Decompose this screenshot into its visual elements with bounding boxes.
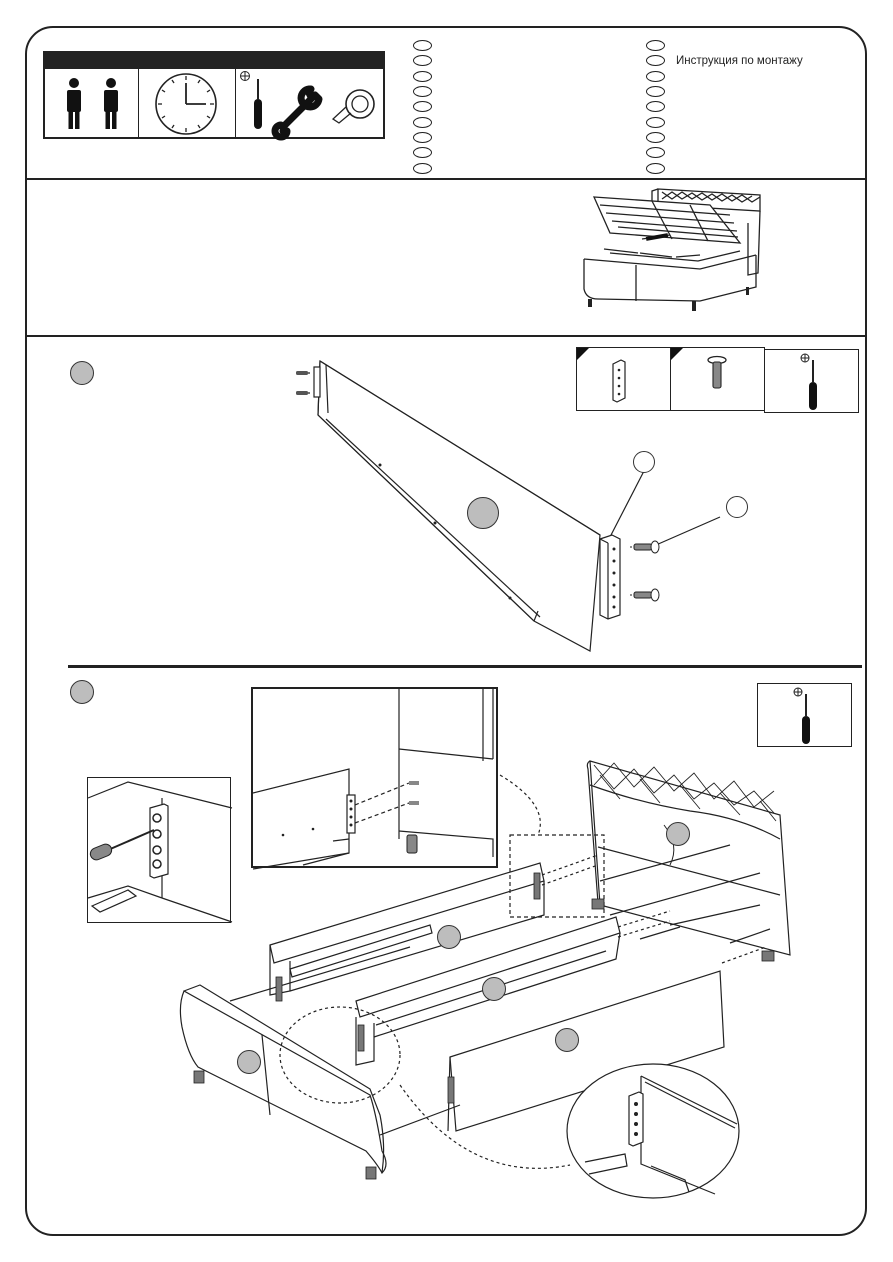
step-2-number-badge — [70, 680, 94, 704]
language-russian-label: Инструкция по монтажу — [676, 55, 803, 67]
part-label-badge-rail-b — [482, 977, 506, 1001]
language-row — [413, 160, 443, 175]
language-flag-oval — [646, 117, 665, 128]
requirements-header-bar — [45, 53, 383, 69]
language-row — [413, 38, 443, 53]
language-flag-oval — [646, 101, 665, 112]
overview-divider — [25, 335, 867, 337]
language-flag-oval — [646, 163, 665, 174]
callout-bracket — [633, 451, 655, 473]
language-row — [413, 84, 443, 99]
language-list-right: Инструкция по монтажу — [646, 38, 803, 176]
bracket-corner-magnified-illustration — [565, 1062, 741, 1200]
language-flag-oval — [646, 132, 665, 143]
step-divider — [68, 665, 862, 668]
language-row — [646, 114, 803, 129]
part-label-badge-rail-a — [437, 925, 461, 949]
phillips-screwdriver-icon — [758, 684, 853, 748]
persons-cell — [45, 69, 139, 137]
language-row — [646, 38, 803, 53]
requirements-box — [43, 51, 385, 139]
part-label-badge-headboard — [666, 822, 690, 846]
language-row — [646, 84, 803, 99]
language-row — [413, 145, 443, 160]
language-flag-oval — [413, 86, 432, 97]
storage-bed-overview-illustration — [580, 183, 770, 323]
language-row — [646, 69, 803, 84]
time-cell — [138, 69, 236, 137]
part-label-badge-side-rail — [467, 497, 499, 529]
phillips-screwdriver-icon — [765, 350, 860, 414]
language-row: Инструкция по монтажу — [646, 53, 803, 68]
language-flag-oval — [413, 117, 432, 128]
language-row — [646, 145, 803, 160]
language-row — [413, 99, 443, 114]
part-label-badge-footboard — [237, 1050, 261, 1074]
language-flag-oval — [646, 147, 665, 158]
language-row — [413, 69, 443, 84]
header-divider — [25, 178, 867, 180]
language-row — [413, 114, 443, 129]
language-flag-oval — [413, 147, 432, 158]
bracket-detail-illustration — [590, 465, 740, 625]
screwdriver-wrench-tape-icon — [235, 69, 385, 137]
part-label-badge-rail-c — [555, 1028, 579, 1052]
clock-icon — [138, 69, 235, 137]
language-row — [413, 53, 443, 68]
language-flag-oval — [413, 55, 432, 66]
callout-bolt — [726, 496, 748, 518]
language-flag-oval — [413, 163, 432, 174]
two-persons-icon — [45, 69, 138, 137]
language-flag-oval — [646, 55, 665, 66]
language-flag-oval — [413, 132, 432, 143]
language-flag-oval — [646, 71, 665, 82]
language-row — [646, 99, 803, 114]
side-rail-panel-illustration — [290, 355, 630, 655]
tool-box-screwdriver-step1 — [764, 349, 859, 413]
language-flag-oval — [413, 101, 432, 112]
language-flag-oval — [413, 40, 432, 51]
tools-cell — [235, 69, 385, 137]
tool-box-screwdriver-step2 — [757, 683, 852, 747]
language-list-left — [413, 38, 443, 176]
language-row — [646, 160, 803, 175]
language-flag-oval — [646, 86, 665, 97]
bed-frame-assembly-illustration — [170, 755, 870, 1185]
bolt-icon — [671, 348, 766, 412]
step-1-number-badge — [70, 361, 94, 385]
language-row — [413, 130, 443, 145]
language-flag-oval — [646, 40, 665, 51]
language-flag-oval — [413, 71, 432, 82]
language-row — [646, 130, 803, 145]
parts-box-bolt — [670, 347, 765, 411]
